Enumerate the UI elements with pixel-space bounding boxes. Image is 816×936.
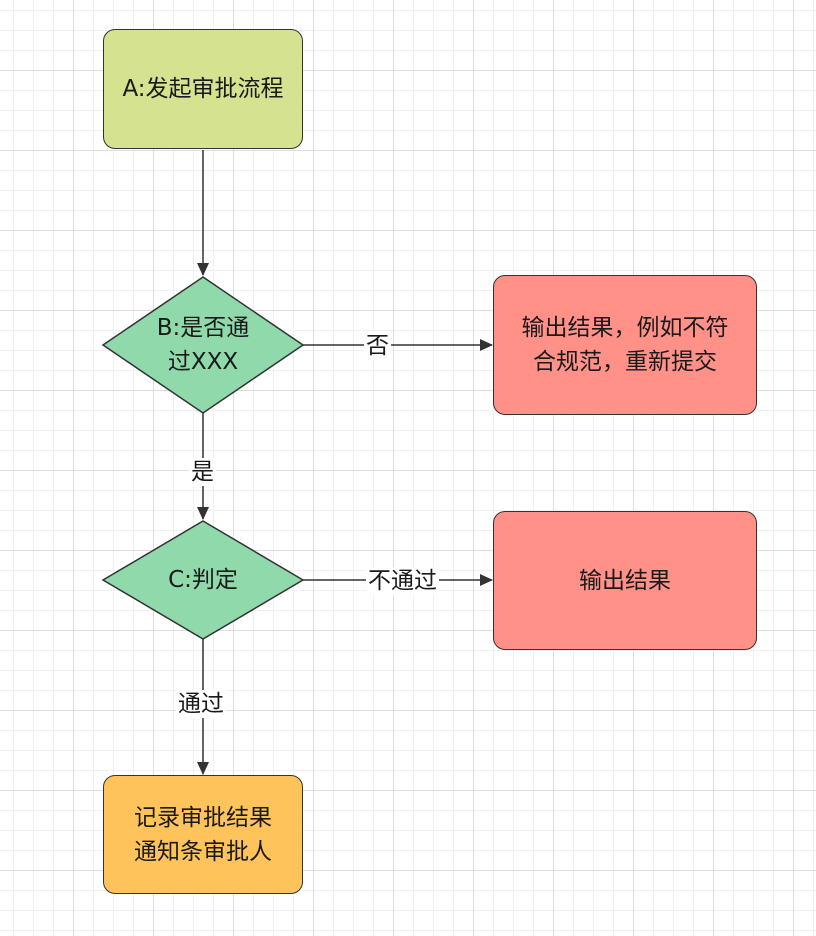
output-b-line2: 合规范，重新提交 <box>533 349 717 375</box>
decision-c-label: C:判定 <box>123 562 283 598</box>
start-node-label: A:发起审批流程 <box>122 76 284 102</box>
decision-c-text: C:判定 <box>168 567 238 593</box>
edge-label-fail: 不通过 <box>366 567 439 595</box>
decision-b-label: B:是否通 过XXX <box>123 305 283 385</box>
edge-label-pass: 通过 <box>176 690 226 718</box>
output-c-label: 输出结果 <box>579 567 671 594</box>
output-b-line1: 输出结果，例如不符 <box>521 315 729 341</box>
decision-b-line1: B:是否通 <box>156 315 250 341</box>
output-c-node[interactable]: 输出结果 <box>493 511 757 650</box>
decision-b-line2: 过XXX <box>167 349 239 375</box>
edge-label-yes: 是 <box>189 458 216 486</box>
start-node[interactable]: A:发起审批流程 <box>103 29 303 149</box>
edge-label-no: 否 <box>364 332 391 360</box>
output-b-node[interactable]: 输出结果，例如不符 合规范，重新提交 <box>493 275 757 415</box>
record-line2: 通知条审批人 <box>134 838 272 865</box>
record-node[interactable]: 记录审批结果 通知条审批人 <box>103 775 303 894</box>
record-line1: 记录审批结果 <box>134 804 272 831</box>
